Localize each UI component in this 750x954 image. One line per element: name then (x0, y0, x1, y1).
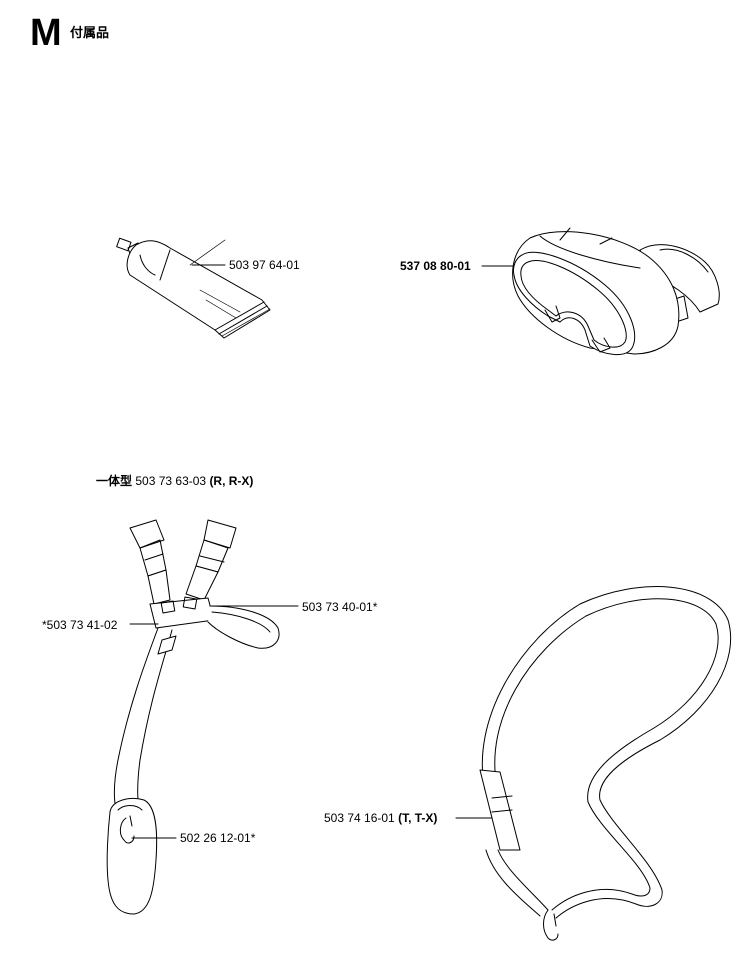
grease-tube-label: 503 97 64-01 (229, 258, 300, 272)
section-letter: M (30, 12, 62, 54)
harness-buckle-label: 503 73 40-01* (302, 600, 378, 614)
grease-tube-drawing (116, 237, 271, 339)
shoulder-strap-number: 503 74 16-01 (324, 811, 395, 825)
goggles-drawing (512, 227, 720, 355)
harness-number: 503 73 63-03 (135, 474, 207, 488)
harness-suffix: (R, R-X) (209, 474, 254, 488)
harness-label: 一体型 503 73 63-03 (R, R-X) (96, 474, 253, 488)
goggles-label: 537 08 80-01 (400, 259, 471, 273)
section-title: 付属品 (70, 25, 110, 40)
harness-drawing (106, 519, 280, 915)
harness-prefix: 一体型 (96, 474, 133, 488)
shoulder-strap-label: 503 74 16-01 (T, T-X) (324, 811, 437, 825)
harness-strap-label: *503 73 41-02 (42, 618, 118, 632)
shoulder-strap-drawing (479, 586, 732, 941)
shoulder-strap-suffix: (T, T-X) (398, 811, 438, 825)
harness-hook-label: 502 26 12-01* (180, 831, 256, 845)
